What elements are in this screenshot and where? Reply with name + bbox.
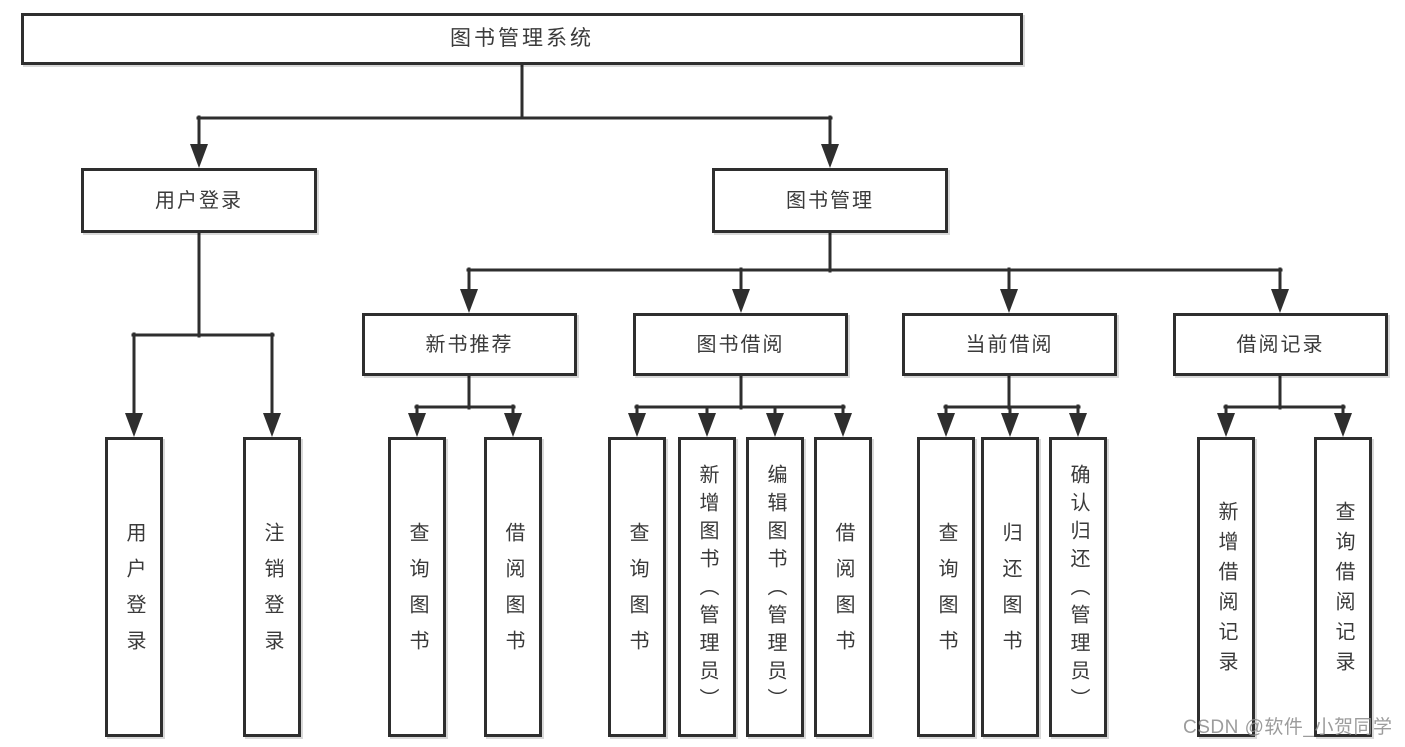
node-book-borrowing: 图书借阅 bbox=[633, 313, 848, 376]
node-book-management: 图书管理 bbox=[712, 168, 948, 233]
leaf-logout: 注销登录 bbox=[243, 437, 301, 737]
csdn-watermark: CSDN @软件_小贺同学 bbox=[1183, 717, 1393, 738]
leaf-query-borrow-record: 查询借阅记录 bbox=[1314, 437, 1372, 737]
leaf-return-books: 归还图书 bbox=[981, 437, 1039, 737]
arrowhead-icons bbox=[125, 144, 1352, 437]
node-borrow-records: 借阅记录 bbox=[1173, 313, 1388, 376]
leaf-borrow-books-recommend: 借阅图书 bbox=[484, 437, 542, 737]
leaf-add-borrow-record: 新增借阅记录 bbox=[1197, 437, 1255, 737]
leaf-query-books-current: 查询图书 bbox=[917, 437, 975, 737]
node-user-login: 用户登录 bbox=[81, 168, 317, 233]
leaf-confirm-return-admin: 确认归还（管理员） bbox=[1049, 437, 1107, 737]
node-new-book-recommend: 新书推荐 bbox=[362, 313, 577, 376]
node-library-management-system: 图书管理系统 bbox=[21, 13, 1023, 65]
leaf-borrow-books: 借阅图书 bbox=[814, 437, 872, 737]
leaf-query-books-borrowing: 查询图书 bbox=[608, 437, 666, 737]
leaf-query-books-recommend: 查询图书 bbox=[388, 437, 446, 737]
leaf-user-login: 用户登录 bbox=[105, 437, 163, 737]
node-current-borrowing: 当前借阅 bbox=[902, 313, 1117, 376]
leaf-add-books-admin: 新增图书（管理员） bbox=[678, 437, 736, 737]
leaf-edit-books-admin: 编辑图书（管理员） bbox=[746, 437, 804, 737]
